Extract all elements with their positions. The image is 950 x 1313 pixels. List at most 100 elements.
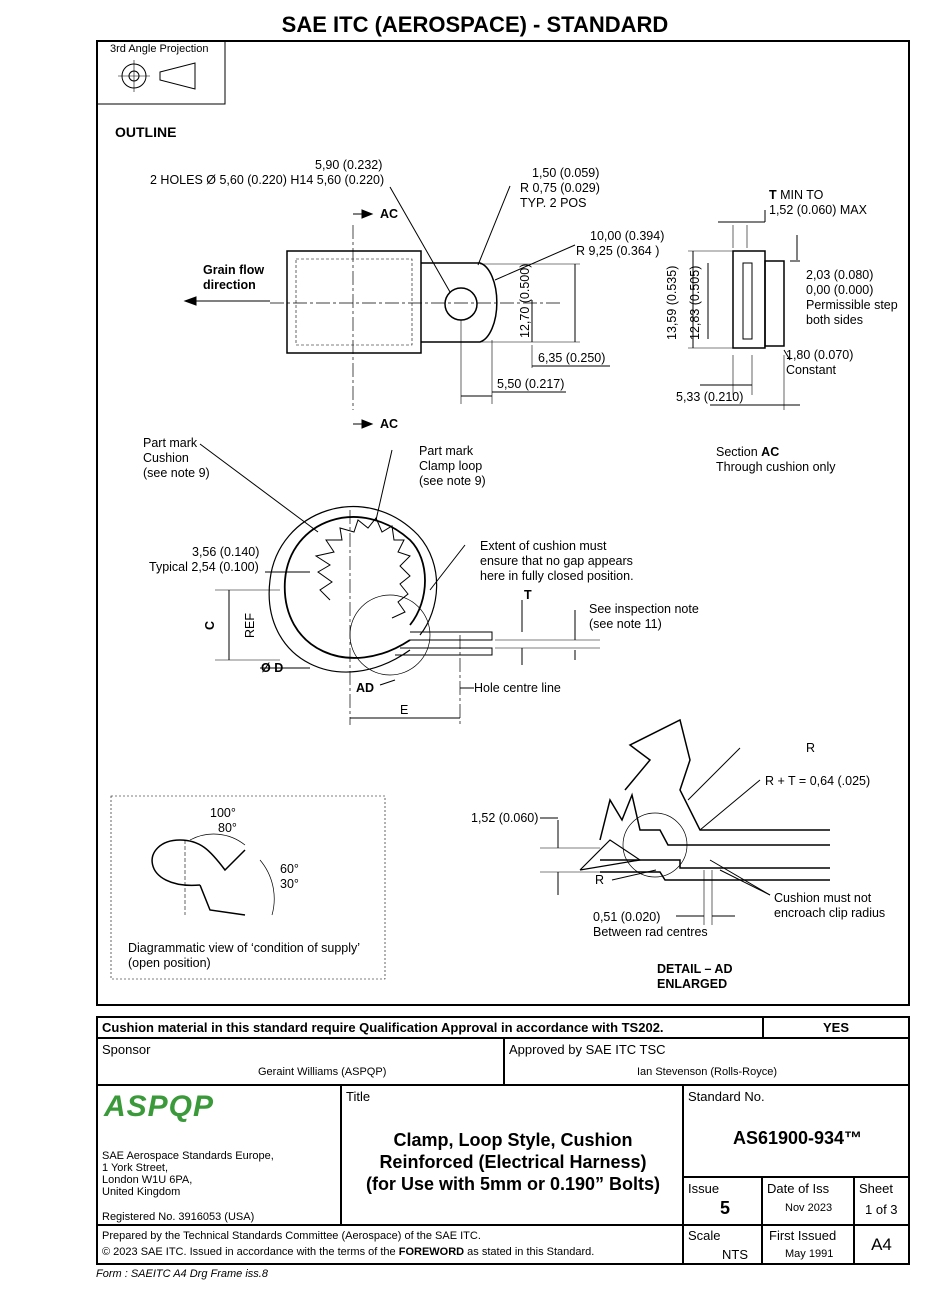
d-label: Ø D (261, 661, 284, 675)
ac-label-bottom: AC (380, 417, 399, 431)
doc-title-1: Clamp, Loop Style, Cushion (393, 1130, 633, 1150)
angle-30: 30° (280, 877, 299, 891)
form-footer: Form : SAEITC A4 Drg Frame iss.8 (96, 1268, 268, 1280)
ad-label: AD (356, 681, 375, 695)
org-line-1: SAE Aerospace Standards Europe, (102, 1150, 274, 1162)
pm-cushion-2: Cushion (143, 451, 189, 465)
issue-cell: Issue 5 (683, 1177, 762, 1225)
ac-label-top: AC (380, 207, 399, 221)
detail-r-bottom: R (595, 873, 605, 887)
date-value: Nov 2023 (785, 1202, 833, 1214)
detail-rt: R + T = 0,64 (.025) (765, 774, 871, 788)
extent-2: ensure that no gap appears (480, 554, 633, 568)
extent-1: Extent of cushion must (480, 539, 607, 553)
sheet-cell: Sheet 1 of 3 (854, 1177, 910, 1225)
dim-1270: 12,70 (0.500) (518, 263, 532, 338)
scale-cell: Scale NTS (683, 1225, 762, 1265)
copy-1: 2023 SAE ITC. Issued in accordance with … (113, 1246, 399, 1258)
holes-dim-1: 5,90 (0.232) (315, 158, 383, 172)
c-label: C (203, 620, 217, 630)
approved-cell: Approved by SAE ITC TSC Ian Stevenson (R… (504, 1038, 910, 1085)
typ-1: 3,56 (0.140) (192, 545, 260, 559)
sponsor-cell: Sponsor Geraint Williams (ASPQP) (96, 1038, 504, 1085)
tmin-2: 1,52 (0.060) MAX (769, 203, 867, 217)
pm-clamp-1: Part mark (419, 444, 474, 458)
pm-cushion-3: (see note 9) (143, 466, 210, 480)
r-dim-3: TYP. 2 POS (520, 196, 587, 210)
dim-533: 5,33 (0.210) (676, 390, 744, 404)
sponsor-name: Geraint Williams (ASPQP) (258, 1066, 387, 1078)
dim-1359: 13,59 (0.535) (665, 265, 679, 340)
section-1: Section AC (716, 445, 779, 460)
dim-1283: 12,83 (0.505) (688, 265, 702, 340)
std-cell: Standard No. AS61900-934™ (683, 1085, 910, 1177)
std-number: AS61900-934™ (732, 1128, 863, 1148)
aspqp-logo: ASPQP (104, 1090, 215, 1123)
insp-2: (see note 11) (589, 617, 662, 631)
step-4: both sides (806, 313, 863, 327)
section-text: Section (716, 445, 762, 459)
r-dim-1: 1,50 (0.059) (532, 166, 600, 180)
org-cell: ASPQP SAE Aerospace Standards Europe, 1 … (96, 1085, 341, 1225)
step-1: 2,03 (0.080) (806, 268, 874, 282)
first-issued-cell: First Issued May 1991 (762, 1225, 854, 1265)
org-line-3: London W1U 6PA, (102, 1174, 193, 1186)
org-line-4: United Kingdom (102, 1186, 181, 1198)
copyright-icon: © (102, 1246, 111, 1258)
sheet-label: Sheet (859, 1181, 893, 1196)
approved-name: Ian Stevenson (Rolls-Royce) (637, 1066, 778, 1078)
page-title: SAE ITC (AEROSPACE) - STANDARD (281, 12, 669, 37)
first-value: May 1991 (785, 1248, 834, 1260)
section-2: Through cushion only (716, 460, 836, 474)
r925-dim-1: 10,00 (0.394) (590, 229, 665, 243)
extent-3: here in fully closed position. (480, 569, 634, 583)
first-label: First Issued (769, 1228, 837, 1243)
dim-635: 6,35 (0.250) (538, 351, 606, 365)
grain-flow-1: Grain flow (203, 263, 265, 277)
prepared-text: Prepared by the Technical Standards Comm… (102, 1230, 481, 1242)
typ-2: Typical 2,54 (0.100) (149, 560, 259, 574)
r-dim-2: R 0,75 (0.029) (520, 181, 600, 195)
angle-80: 80° (218, 821, 237, 835)
detail-152: 1,52 (0.060) (471, 811, 539, 825)
doc-title-2: Reinforced (Electrical Harness) (379, 1152, 647, 1172)
pm-clamp-3: (see note 9) (419, 474, 486, 488)
date-label: Date of Iss (767, 1181, 830, 1196)
prepared-cell: Prepared by the Technical Standards Comm… (96, 1225, 683, 1265)
std-label: Standard No. (688, 1089, 765, 1104)
sponsor-label: Sponsor (102, 1042, 151, 1057)
detail-title-1: DETAIL – AD (657, 962, 733, 976)
copy-2: as stated in this Standard. (464, 1246, 595, 1258)
dim-550: 5,50 (0.217) (497, 377, 565, 391)
registration: Registered No. 3916053 (USA) (102, 1211, 255, 1223)
insp-1: See inspection note (589, 602, 699, 616)
org-line-2: 1 York Street, (102, 1162, 169, 1174)
angle-60: 60° (280, 862, 299, 876)
date-cell: Date of Iss Nov 2023 (762, 1177, 854, 1225)
const-1: 1,80 (0.070) (786, 348, 854, 362)
detail-051-1: 0,51 (0.020) (593, 910, 661, 924)
const-2: Constant (786, 363, 837, 377)
scale-label: Scale (688, 1228, 721, 1243)
doc-title-3: (for Use with 5mm or 0.190” Bolts) (365, 1174, 661, 1194)
holes-dim-2: 2 HOLES Ø 5,60 (0.220) H14 5,60 (0.220) (150, 173, 385, 187)
hole-centre: Hole centre line (474, 681, 561, 695)
supply-caption-2: (open position) (128, 956, 211, 970)
section-ac: AC (761, 445, 780, 459)
copyright-text: © 2023 SAE ITC. Issued in accordance wit… (102, 1246, 594, 1258)
supply-caption-1: Diagrammatic view of ‘condition of suppl… (128, 941, 361, 955)
scale-value: NTS (722, 1247, 748, 1262)
e-label: E (400, 703, 409, 717)
detail-051-2: Between rad centres (593, 925, 708, 939)
grain-flow-2: direction (203, 278, 256, 292)
tmin-t: T (769, 188, 777, 202)
detail-r-top: R (806, 741, 816, 755)
pm-cushion-1: Part mark (143, 436, 198, 450)
t-label: T (524, 588, 532, 602)
detail-cushion-1: Cushion must not (774, 891, 872, 905)
issue-label: Issue (688, 1181, 720, 1196)
approved-label: Approved by SAE ITC TSC (509, 1042, 666, 1057)
title-label: Title (346, 1089, 371, 1104)
detail-title-2: ENLARGED (657, 977, 728, 991)
